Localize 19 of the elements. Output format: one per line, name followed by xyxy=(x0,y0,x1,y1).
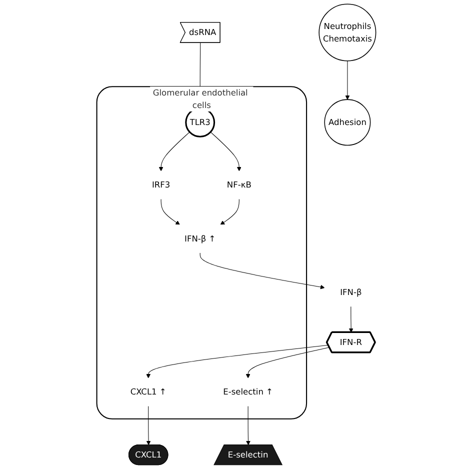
arrow xyxy=(246,406,251,446)
arrow xyxy=(158,132,190,172)
node-text: IRF3 xyxy=(152,180,170,190)
arrow xyxy=(200,252,325,290)
arrow xyxy=(210,132,242,172)
node-text: IFN-β xyxy=(340,287,362,298)
arrow xyxy=(146,406,151,446)
node-text: E-selectin ↑ xyxy=(223,386,273,397)
arrow xyxy=(220,198,240,225)
node-text: NF-κB xyxy=(226,180,252,190)
node-circle: Neutrophils Chemotaxis xyxy=(318,4,376,62)
node-circle: Adhesion xyxy=(324,99,371,146)
node-text: IFN-β ↑ xyxy=(184,234,216,244)
arrow xyxy=(146,344,329,378)
node-text: CXCL1 ↑ xyxy=(130,386,166,397)
arrow xyxy=(246,347,330,378)
arrow xyxy=(345,60,350,100)
arrow xyxy=(160,198,180,225)
arrow xyxy=(348,306,354,333)
